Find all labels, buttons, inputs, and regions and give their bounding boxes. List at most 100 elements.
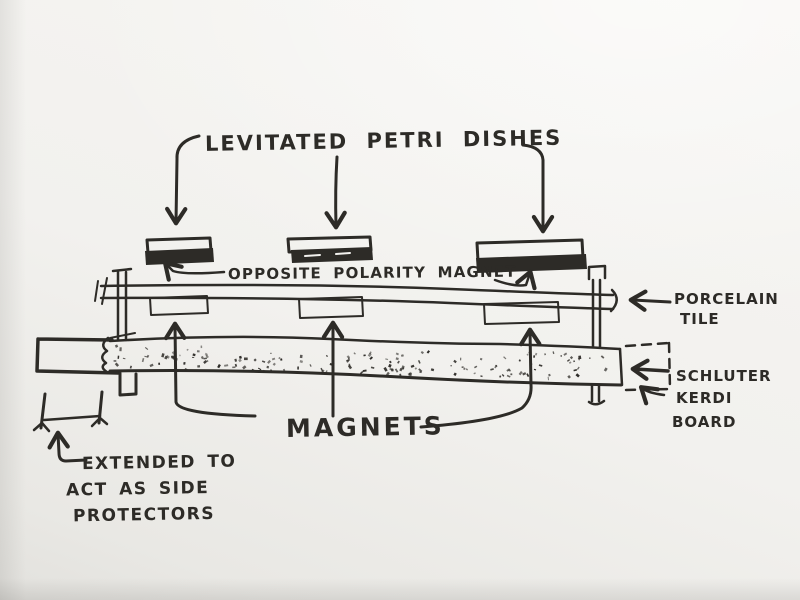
- stipple-speck: [518, 370, 523, 376]
- kerdi-label-line3: BOARD: [672, 413, 736, 431]
- tile-bottom-edge: [99, 296, 615, 311]
- tile-magnets: [149, 295, 560, 325]
- tile-top-edge: [99, 283, 615, 297]
- stipple-speck: [506, 368, 511, 372]
- stipple-speck: [419, 371, 422, 374]
- stipple-speck: [325, 354, 328, 358]
- stipple-speck: [503, 356, 507, 360]
- stipple-speck: [533, 368, 537, 371]
- stipple-speck: [271, 357, 276, 361]
- stipple-speck: [359, 370, 364, 375]
- stipple-speck: [526, 353, 529, 356]
- dish-1-magnet-band: [145, 248, 214, 265]
- stipple-speck: [353, 352, 356, 355]
- stipple-speck: [262, 369, 266, 373]
- stipple-speck: [576, 366, 580, 370]
- stipple-speck: [575, 373, 580, 378]
- petri-dish-1: [145, 236, 214, 265]
- kerdi-board-top-edge: [108, 335, 622, 351]
- stipple-speck: [129, 365, 132, 369]
- left-post-tick: [109, 332, 136, 339]
- stipple-speck: [408, 372, 412, 377]
- stipple-speck: [203, 359, 208, 364]
- stipple-speck: [420, 351, 424, 355]
- stipple-speck: [490, 368, 494, 371]
- stipple-speck: [192, 353, 196, 357]
- stipple-speck: [508, 369, 511, 372]
- dimension-hooks: [32, 416, 109, 433]
- stipple-speck: [200, 356, 204, 360]
- stipple-speck: [370, 366, 375, 369]
- stipple-speck: [480, 375, 483, 378]
- stipple-speck: [465, 368, 469, 371]
- kerdi-label-line2: KERDI: [676, 389, 732, 407]
- stipple-speck: [309, 364, 312, 367]
- petri-dish-label-group: LEVITATED PETRI DISHES: [165, 126, 562, 234]
- stipple-speck: [299, 360, 304, 364]
- stipple-speck: [320, 367, 324, 372]
- stipple-speck: [518, 359, 521, 362]
- stipple-speck: [144, 347, 149, 350]
- stipple-speck: [158, 362, 161, 365]
- stipple-speck: [191, 356, 195, 358]
- leader-dish-2: [324, 155, 347, 230]
- stipple-speck: [399, 373, 402, 378]
- stipple-speck: [560, 355, 562, 357]
- stipple-speck: [389, 367, 393, 371]
- kerdi-label-line1: SCHLUTER: [676, 367, 772, 385]
- stipple-speck: [119, 347, 122, 352]
- extension-joint-squiggle: [101, 336, 110, 374]
- stipple-speck: [395, 352, 399, 356]
- stipple-speck: [552, 351, 555, 355]
- stipple-speck: [244, 357, 248, 361]
- petri-dish-2: [286, 235, 373, 263]
- stipple-speck: [534, 352, 538, 356]
- stipple-speck: [242, 365, 247, 370]
- stipple-speck: [280, 358, 283, 361]
- stipple-speck: [217, 363, 221, 369]
- stipple-speck: [179, 354, 181, 357]
- stipple-speck: [460, 357, 462, 361]
- stipple-speck: [369, 351, 372, 355]
- stipple-speck: [544, 353, 546, 356]
- leader-magnet-1: [163, 321, 257, 418]
- stipple-speck: [362, 369, 367, 373]
- leader-dish-1: [165, 134, 201, 226]
- stipple-speck: [224, 364, 229, 367]
- stipple-speck: [238, 355, 242, 359]
- stipple-speck: [278, 356, 281, 360]
- stipple-speck: [385, 358, 389, 361]
- stipple-speck: [267, 359, 272, 364]
- stipple-speck: [238, 358, 242, 363]
- leader-dish-3: [521, 143, 555, 234]
- stipple-speck: [257, 367, 262, 371]
- porcelain-tile-arrow: [628, 289, 672, 312]
- opposite-polarity-magnet-label: OPPOSITE POLARITY MAGNET: [228, 263, 517, 284]
- stipple-speck: [251, 368, 255, 373]
- porcelain-tile-label-line2: TILE: [680, 310, 720, 328]
- porcelain-tile-label-group: PORCELAIN TILE: [628, 289, 778, 328]
- stipple-speck: [117, 355, 120, 359]
- stipple-speck: [363, 354, 366, 357]
- stipple-speck: [348, 357, 350, 360]
- porcelain-tile: [94, 277, 618, 313]
- stipple-speck: [417, 360, 421, 364]
- stipple-speck: [261, 360, 266, 363]
- stipple-speck: [395, 357, 399, 361]
- stipple-speck: [567, 375, 571, 379]
- stipple-speck: [494, 364, 497, 369]
- stipple-speck: [538, 364, 543, 367]
- stipple-speck: [161, 353, 165, 358]
- stipple-speck: [453, 372, 457, 376]
- left-post: [109, 267, 138, 397]
- stipple-speck: [272, 362, 276, 366]
- magnets-label-group: MAGNETS: [163, 320, 542, 443]
- stipple-speck: [400, 365, 405, 370]
- stipple-speck: [206, 360, 209, 363]
- dimension-line: [42, 414, 102, 422]
- dish-2-magnet-band: [291, 247, 373, 263]
- support-posts: [109, 264, 607, 406]
- stipple-speck: [184, 367, 188, 371]
- stipple-speck: [196, 350, 200, 353]
